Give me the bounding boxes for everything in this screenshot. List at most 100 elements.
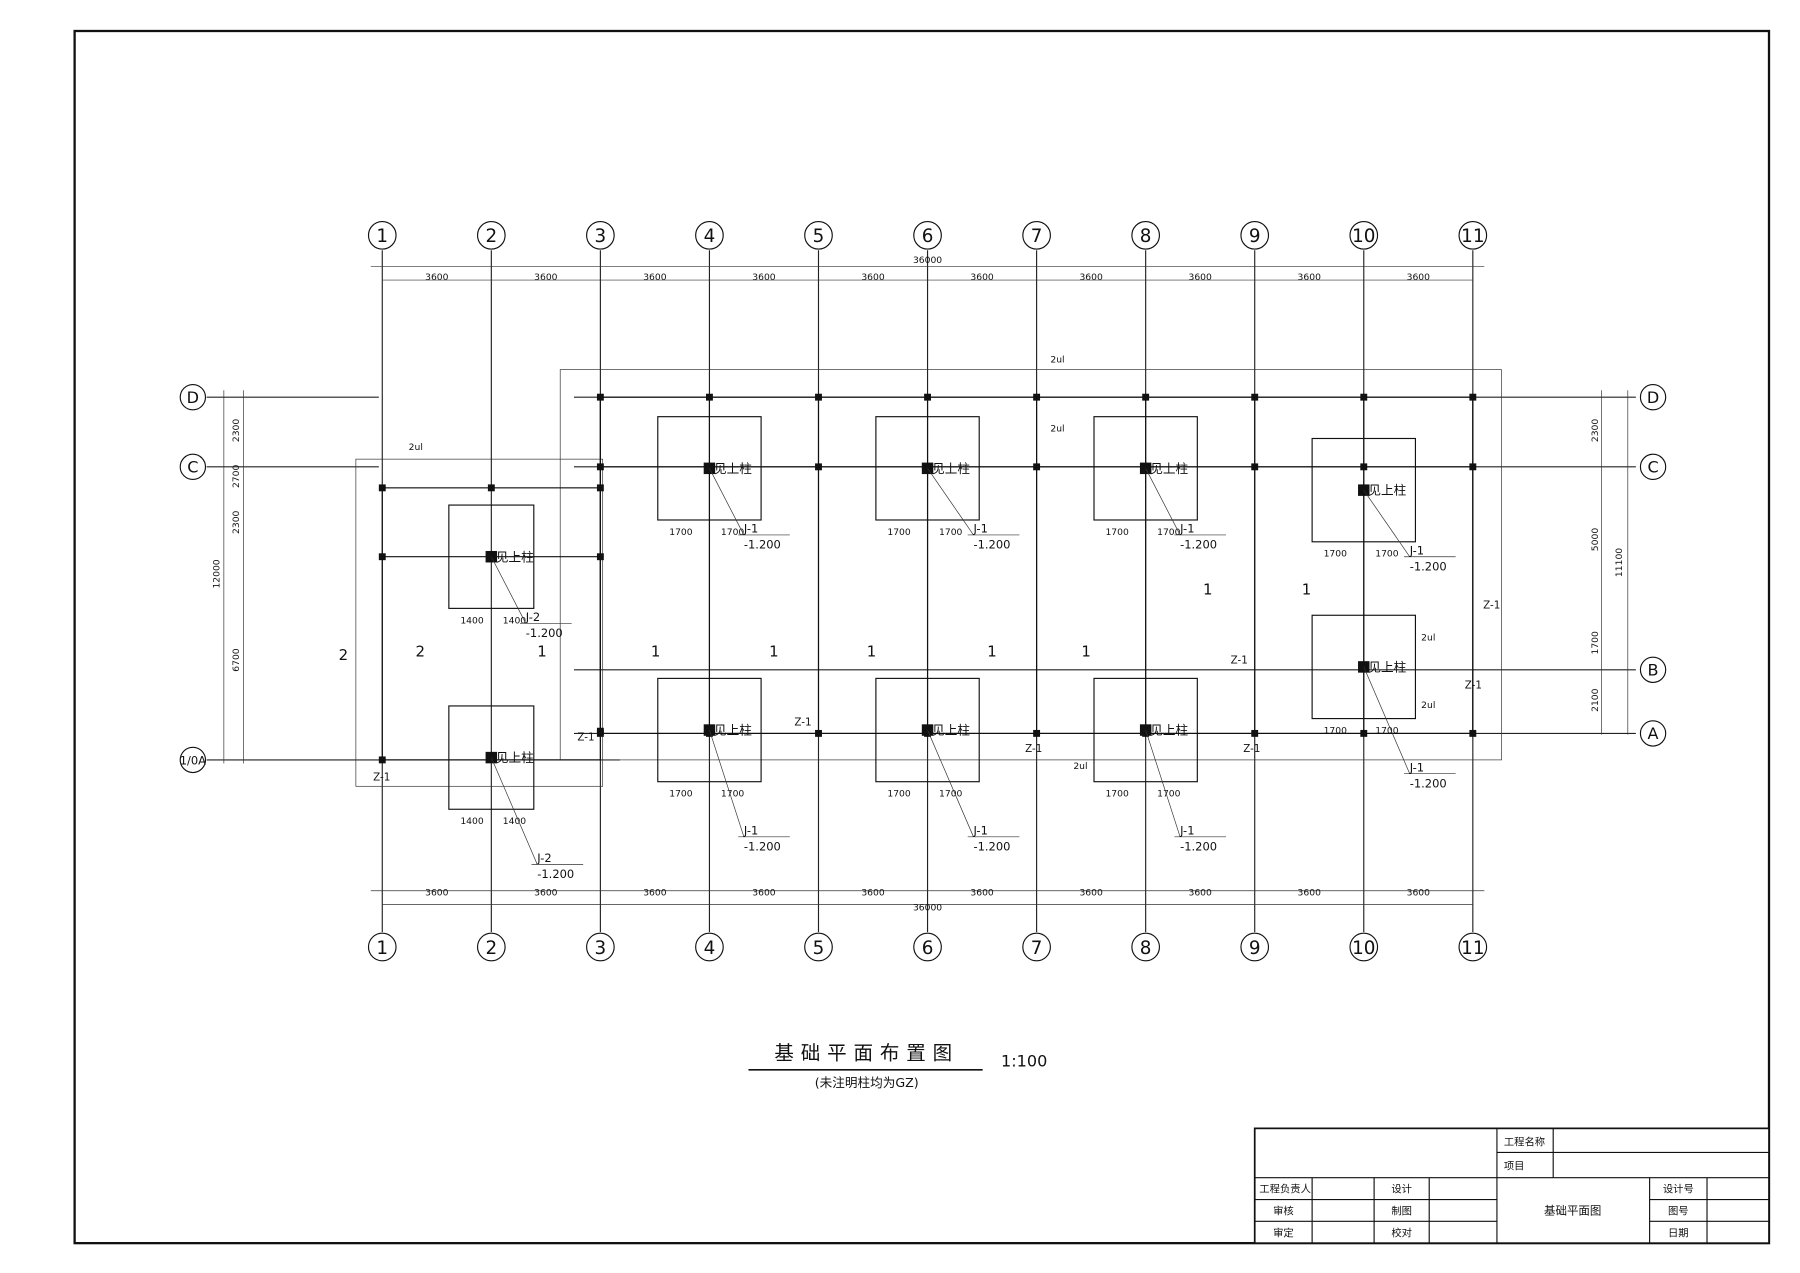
tb-date: 日期 bbox=[1668, 1227, 1689, 1239]
axis-label: 8 bbox=[1140, 938, 1152, 959]
axis-label: 3 bbox=[595, 226, 607, 247]
footing-dim: 1400 bbox=[460, 816, 484, 827]
footing-dim: 1700 bbox=[669, 789, 693, 800]
footing-J-2 bbox=[448, 705, 535, 810]
row-dimension: 2700 bbox=[231, 465, 242, 489]
tb-row3-a: 审定 bbox=[1273, 1226, 1294, 1239]
axis-label: 8 bbox=[1140, 226, 1152, 247]
row-dimension: 2300 bbox=[231, 419, 242, 443]
axis-bubble bbox=[695, 220, 724, 250]
footing-name: J-1 bbox=[972, 522, 987, 536]
column-z1 bbox=[815, 393, 822, 401]
axis-label: 9 bbox=[1249, 226, 1261, 247]
column-z1 bbox=[596, 463, 604, 471]
footing-dim: 1400 bbox=[503, 615, 527, 626]
total-dimension: 36000 bbox=[913, 255, 942, 266]
axis-label: 2 bbox=[485, 226, 497, 247]
row-dimension: 2300 bbox=[1590, 419, 1601, 443]
tb-row1-a: 工程负责人 bbox=[1259, 1183, 1311, 1196]
column-z1 bbox=[378, 484, 386, 492]
axis-bubble bbox=[913, 932, 942, 962]
column-z1 bbox=[815, 729, 822, 737]
axis-bubble bbox=[1639, 383, 1667, 411]
footing-name: J-1 bbox=[972, 824, 987, 838]
footing-J-1 bbox=[1093, 416, 1198, 521]
wall-tag: 2ul bbox=[1421, 700, 1435, 711]
axis-label: 10 bbox=[1352, 938, 1375, 959]
bay-dimension: 3600 bbox=[1189, 887, 1213, 898]
footing-dim: 1700 bbox=[721, 527, 745, 538]
axis-bubble bbox=[1639, 453, 1667, 481]
row-total-dimension: 12000 bbox=[211, 559, 222, 588]
drawing-note: (未注明柱均为GZ) bbox=[815, 1075, 919, 1090]
axis-bubble bbox=[1349, 932, 1379, 962]
footing-elevation: -1.200 bbox=[1180, 538, 1217, 552]
row-total-dimension: 11100 bbox=[1614, 548, 1625, 577]
column-z1 bbox=[596, 484, 604, 492]
leader-line bbox=[709, 468, 745, 536]
footing-J-1 bbox=[875, 416, 980, 521]
wall-tag: 2ul bbox=[1050, 355, 1064, 366]
axis-label: 2 bbox=[485, 938, 497, 959]
axis-label: A bbox=[1648, 724, 1659, 743]
footing-dim: 1400 bbox=[503, 816, 527, 827]
leader-line bbox=[1363, 489, 1410, 557]
axis-label: 7 bbox=[1031, 938, 1043, 959]
column-z1 bbox=[487, 484, 495, 492]
zone-tag: 1 bbox=[651, 643, 660, 661]
footing-elevation: -1.200 bbox=[973, 840, 1010, 854]
footing-J-1 bbox=[875, 677, 980, 783]
axis-bubble bbox=[1240, 932, 1270, 962]
axis-label: 5 bbox=[813, 226, 825, 247]
axis-label: D bbox=[1647, 388, 1659, 407]
axis-label: 1/0A bbox=[180, 753, 206, 767]
axis-bubble bbox=[1131, 932, 1161, 962]
column-z1 bbox=[1360, 393, 1368, 401]
column-z1 bbox=[596, 393, 604, 401]
row-dimension: 1700 bbox=[1590, 631, 1601, 655]
leader-line bbox=[491, 556, 527, 624]
axis-bubble bbox=[1458, 932, 1488, 962]
bay-dimension: 3600 bbox=[861, 887, 885, 898]
axis-label: 3 bbox=[595, 938, 607, 959]
axis-label: 4 bbox=[704, 226, 716, 247]
axis-label: D bbox=[187, 388, 199, 407]
zone-tag: 1 bbox=[867, 643, 876, 661]
zone-tag: 2 bbox=[339, 646, 348, 664]
wall-tag: 2ul bbox=[1073, 761, 1087, 772]
footing-name: J-1 bbox=[1179, 824, 1194, 838]
zone-tag: 1 bbox=[537, 643, 546, 661]
footing-J-2 bbox=[448, 504, 535, 609]
column-tag: Z-1 bbox=[373, 772, 390, 784]
wall-tag: 2ul bbox=[409, 442, 423, 453]
column-z1 bbox=[1251, 729, 1259, 737]
bay-dimension: 3600 bbox=[643, 887, 667, 898]
column-note: 见上柱 bbox=[1368, 660, 1406, 675]
footing-dim: 1700 bbox=[887, 789, 911, 800]
footing-dim: 1400 bbox=[460, 615, 484, 626]
leader-line bbox=[1145, 468, 1181, 536]
axis-label: 11 bbox=[1461, 226, 1484, 247]
bay-dimension: 3600 bbox=[970, 272, 994, 283]
footing-dim: 1700 bbox=[1375, 549, 1399, 560]
axis-bubble bbox=[367, 932, 397, 962]
title-block: 工程名称 项目 工程负责人 设计 审核 制图 审定 校对 基础平面图 设计号 图… bbox=[1253, 1127, 1770, 1245]
footing-dim: 1700 bbox=[939, 527, 963, 538]
bay-dimension: 3600 bbox=[425, 887, 449, 898]
footing-dim: 1700 bbox=[1375, 725, 1399, 736]
bay-dimension: 3600 bbox=[1189, 272, 1213, 283]
axis-bubble bbox=[1639, 656, 1667, 683]
axis-label: 6 bbox=[922, 226, 934, 247]
column-tag: Z-1 bbox=[1483, 599, 1500, 611]
row-dimension: 5000 bbox=[1590, 528, 1601, 552]
bay-dimension: 3600 bbox=[861, 272, 885, 283]
footing-dim: 1700 bbox=[1105, 527, 1129, 538]
axis-bubble bbox=[695, 932, 724, 962]
tb-row2-b: 制图 bbox=[1391, 1204, 1412, 1217]
bay-dimension: 3600 bbox=[752, 272, 776, 283]
footing-dim: 1700 bbox=[1157, 789, 1181, 800]
bay-dimension: 3600 bbox=[1298, 887, 1322, 898]
footing-name: J-1 bbox=[743, 824, 758, 838]
column-note: 见上柱 bbox=[714, 461, 752, 476]
